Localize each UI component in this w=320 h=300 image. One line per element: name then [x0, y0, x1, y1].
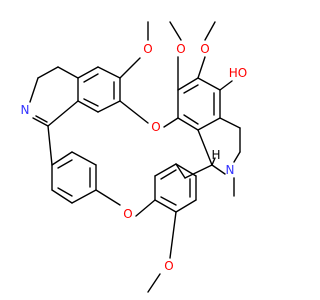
- atom-label-ether-oxygen-top: O: [151, 120, 160, 134]
- bond-58: [154, 199, 177, 213]
- bond-37: [211, 164, 226, 175]
- bond-layer: [29, 21, 241, 293]
- bond-25: [177, 117, 199, 131]
- atom-label-ether-oxygen-bottom: O: [123, 207, 132, 221]
- bond-28: [183, 114, 199, 125]
- bond-9: [57, 66, 79, 79]
- bond-57: [175, 199, 197, 213]
- bond-33: [219, 80, 233, 91]
- bond-64: [147, 273, 161, 293]
- bond-34: [219, 117, 241, 129]
- bond-3: [97, 100, 121, 113]
- bond-19: [163, 117, 179, 128]
- atom-label-imine-nitrogen: N: [21, 103, 30, 117]
- bond-22: [197, 77, 221, 91]
- chemical-structure-diagram: O O O HO N O H N O O: [21, 21, 248, 293]
- bond-6: [83, 73, 99, 83]
- bond-13: [47, 100, 79, 127]
- bond-31: [197, 56, 206, 79]
- bond-54: [154, 163, 177, 177]
- bond-30: [169, 21, 182, 41]
- bond-59: [160, 169, 177, 180]
- bond-24: [197, 117, 221, 131]
- bond-38: [197, 129, 213, 166]
- bond-4: [77, 100, 99, 113]
- bond-63: [169, 211, 177, 259]
- bond-50: [57, 187, 73, 197]
- bond-43: [71, 151, 97, 166]
- bond-11: [29, 77, 39, 103]
- bond-41: [184, 164, 213, 179]
- bond-18: [119, 100, 149, 124]
- bond-15: [47, 125, 53, 166]
- bond-45: [71, 189, 97, 204]
- atom-label-layer: O O O HO N O H N O O: [21, 42, 248, 273]
- atom-label-methoxy-1: O: [143, 42, 152, 56]
- bond-32: [204, 21, 216, 41]
- atom-label-methoxy-2: O: [176, 42, 185, 56]
- bond-12: [32, 117, 49, 127]
- bond-14: [35, 115, 48, 123]
- bond-61: [160, 196, 177, 206]
- atom-label-stereo-hydrogen: H: [211, 148, 220, 162]
- bond-55: [175, 163, 197, 177]
- bond-36: [233, 151, 241, 163]
- bond-21: [177, 77, 199, 91]
- atom-label-amine-nitrogen: N: [226, 163, 235, 177]
- bond-1: [97, 66, 121, 79]
- bond-10: [37, 66, 59, 79]
- bond-52: [135, 199, 156, 217]
- bond-62: [175, 163, 186, 179]
- bond-48: [57, 159, 73, 169]
- bond-40: [211, 157, 216, 166]
- bond-42: [51, 151, 73, 166]
- bond-0: [77, 66, 99, 79]
- bond-26: [183, 84, 199, 94]
- atom-label-methoxy-bottom: O: [164, 259, 173, 273]
- bond-51: [95, 189, 121, 206]
- bond-46: [51, 189, 73, 204]
- atom-label-methoxy-3: O: [200, 42, 209, 56]
- bond-8: [83, 98, 99, 107]
- bond-16: [119, 57, 141, 79]
- atom-label-hydroxyl: HO: [229, 66, 247, 80]
